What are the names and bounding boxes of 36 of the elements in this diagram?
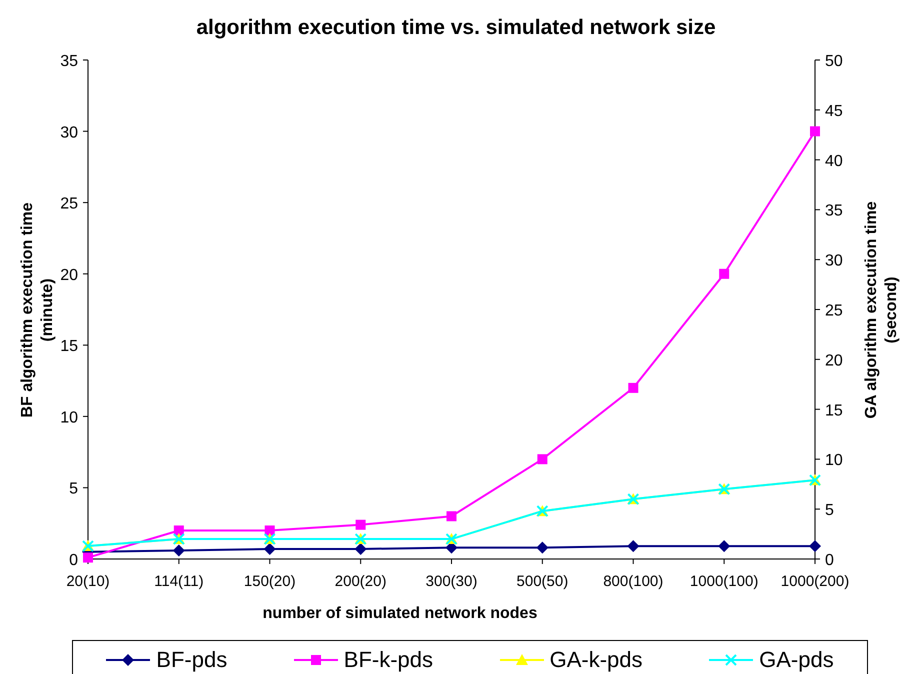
tick-label: 10 xyxy=(825,452,843,470)
legend-label: BF-pds xyxy=(156,647,228,673)
tick-label: 10 xyxy=(60,409,78,426)
legend-label: BF-k-pds xyxy=(344,647,434,673)
axis-title: BF algorithm execution time (minute) xyxy=(18,201,57,420)
tick-label: 114(11) xyxy=(154,573,204,590)
tick-label: 1000(200) xyxy=(780,573,850,590)
tick-label: 35 xyxy=(825,202,843,220)
tick-label: 15 xyxy=(60,338,78,356)
legend-label: GA-pds xyxy=(759,647,834,673)
tick-label: 1000(100) xyxy=(690,573,758,590)
tick-label: 0 xyxy=(825,552,834,569)
tick-label: 20(10) xyxy=(66,573,110,590)
tick-label: 25 xyxy=(825,302,843,320)
tick-label: 50 xyxy=(825,53,843,70)
axis-title: number of simulated network nodes xyxy=(262,604,538,624)
tick-label: 15 xyxy=(825,402,843,420)
tick-label: 5 xyxy=(69,480,78,498)
tick-label: 30 xyxy=(60,124,78,142)
tick-label: 40 xyxy=(825,152,843,170)
tick-label: 200(20) xyxy=(334,573,386,590)
tick-label: 30 xyxy=(825,252,843,270)
tick-label: 0 xyxy=(69,552,78,569)
legend-label: GA-k-pds xyxy=(550,647,643,673)
tick-label: 500(50) xyxy=(516,573,568,590)
axis-title: GA algorithm execution time (second) xyxy=(862,200,901,421)
tick-label: 25 xyxy=(60,196,78,213)
chart-title: algorithm execution time vs. simulated network size xyxy=(195,16,717,40)
tick-label: 300(30) xyxy=(426,573,478,590)
tick-label: 20 xyxy=(60,266,78,284)
tick-label: 45 xyxy=(825,102,843,120)
tick-label: 35 xyxy=(60,53,78,70)
tick-label: 150(20) xyxy=(244,573,296,590)
tick-label: 20 xyxy=(825,352,843,370)
tick-label: 5 xyxy=(825,502,834,520)
tick-label: 800(100) xyxy=(603,573,664,590)
